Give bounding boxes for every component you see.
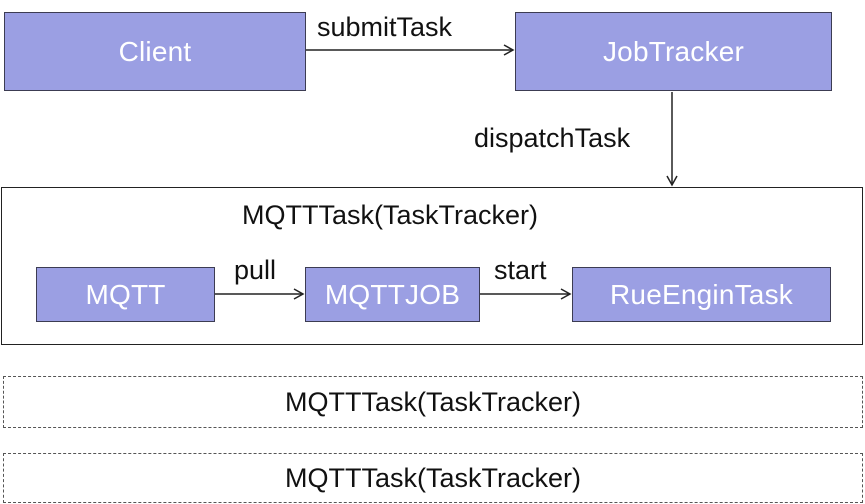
dispatch-task-label: dispatchTask [474,123,631,153]
ruengintask-node: RueEnginTask [572,267,831,322]
submit-task-label: submitTask [317,12,453,42]
tasktracker-container-title: MQTTTask(TaskTracker) [242,200,538,230]
start-label: start [494,255,547,285]
jobtracker-node: JobTracker [515,12,832,91]
tasktracker-container-3: MQTTTask(TaskTracker) [3,453,863,503]
mqtt-node: MQTT [36,267,215,322]
client-node: Client [4,12,306,91]
tasktracker-container-3-title: MQTTTask(TaskTracker) [285,462,581,493]
tasktracker-container-2: MQTTTask(TaskTracker) [3,376,863,428]
tasktracker-container-2-title: MQTTTask(TaskTracker) [285,386,581,417]
mqttjob-node: MQTTJOB [305,267,480,322]
pull-label: pull [234,255,277,285]
